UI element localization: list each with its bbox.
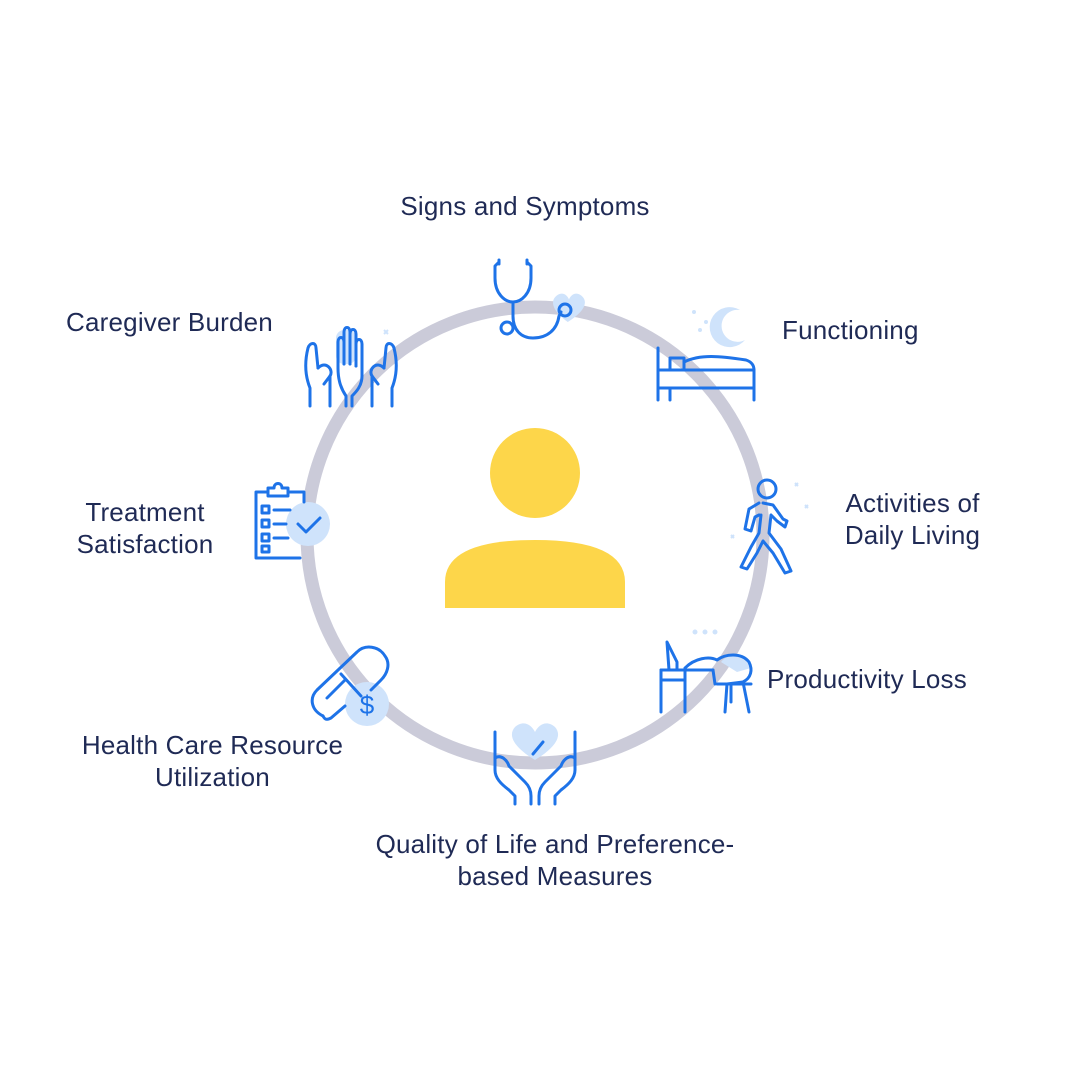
label-line: Signs and Symptoms [400,191,650,221]
label-line: Activities of [845,488,980,518]
label-line: Caregiver Burden [66,307,273,337]
label-line: Daily Living [844,520,981,550]
label-line: Quality of Life and Preference- [375,829,735,859]
bed-moon-icon [656,307,756,402]
dollar-sign-glyph: $ [360,690,375,720]
label-productivity-loss: Productivity Loss [767,663,967,695]
label-line: Functioning [782,315,919,345]
label-quality-of-life: Quality of Life and Preference- based Me… [300,828,810,892]
person-silhouette-icon [445,428,625,608]
label-line: Satisfaction [76,529,214,559]
label-functioning: Functioning [782,314,919,346]
label-signs-and-symptoms: Signs and Symptoms [300,190,750,222]
pill-dollar-icon: $ [310,645,390,726]
label-line: Productivity Loss [767,664,967,694]
label-activities-of-daily-living: Activities of Daily Living [805,487,1020,551]
label-line: Treatment [85,497,205,527]
label-line: based Measures [457,861,653,891]
caring-hands-icon [304,326,398,408]
clipboard-check-icon [254,482,330,560]
label-treatment-satisfaction: Treatment Satisfaction [40,496,250,560]
label-line: Health Care Resource [81,730,344,760]
walking-person-icon [730,478,809,575]
tired-worker-desk-icon [659,629,753,714]
stethoscope-heart-icon [493,258,585,340]
hands-holding-heart-icon [493,723,577,806]
label-caregiver-burden: Caregiver Burden [66,306,273,338]
label-health-care-resource-utilization: Health Care Resource Utilization [40,729,385,793]
label-line: Utilization [155,762,270,792]
